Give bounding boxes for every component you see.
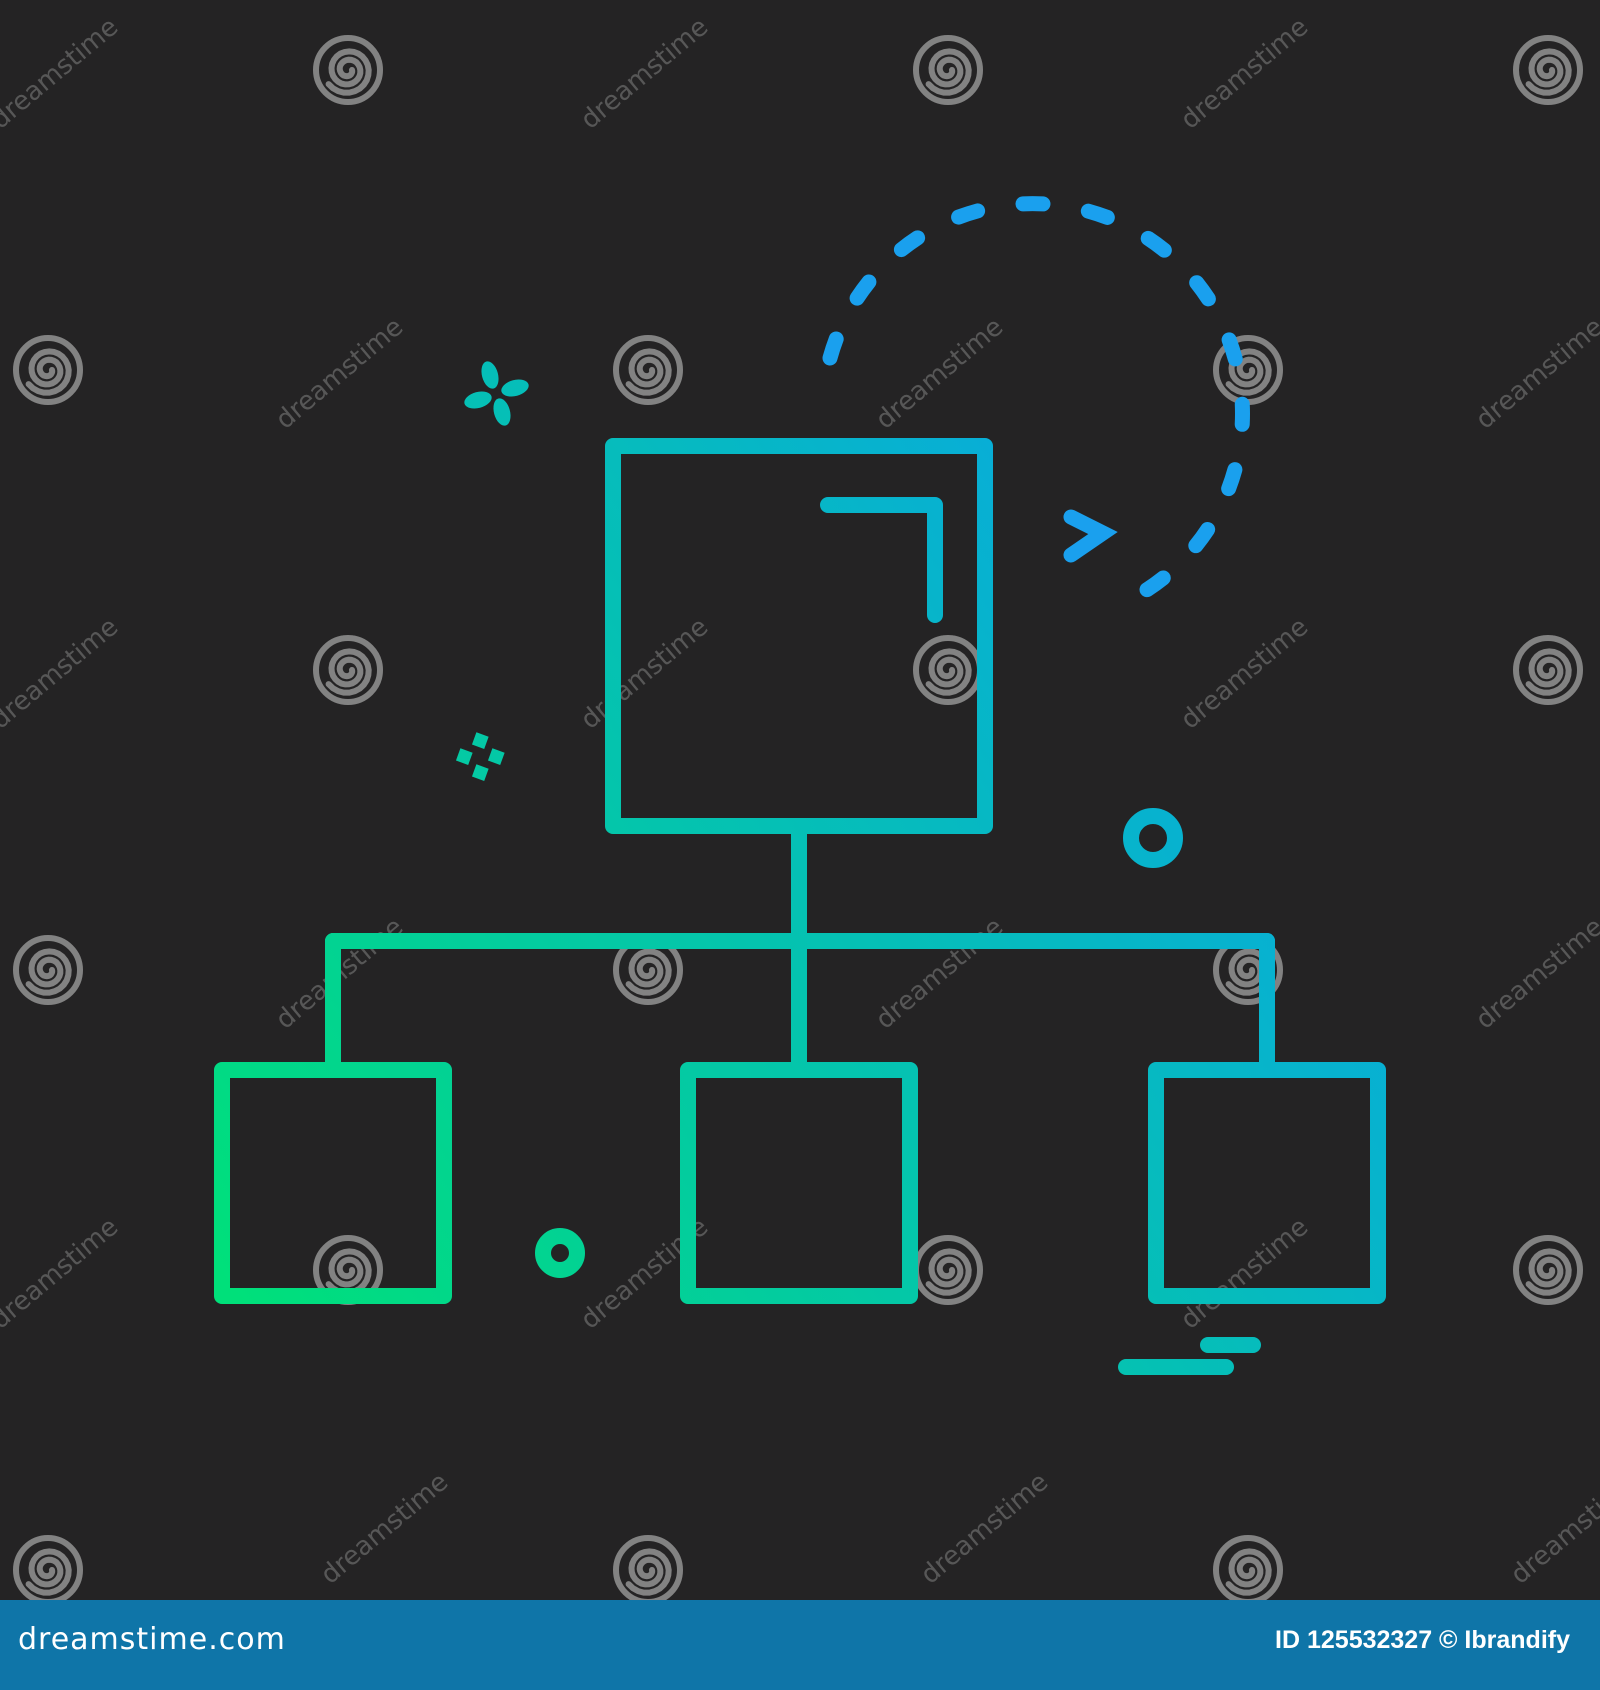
hierarchy-network-icon: [214, 438, 1386, 1375]
watermark-spiral-icon: [913, 35, 983, 105]
watermark-spiral-icon: [313, 635, 383, 705]
watermark-text: dreamstime: [915, 1467, 1054, 1590]
sparkle-star-icon: [464, 361, 529, 426]
watermark-spiral-icon: [613, 1535, 683, 1600]
watermark-text: dreamstime: [1175, 12, 1314, 135]
watermark-spiral-icon: [13, 935, 83, 1005]
watermark-text: dreamstime: [1470, 312, 1600, 435]
watermark-spiral-icon: [613, 335, 683, 405]
watermark-spiral-icon: [1513, 635, 1583, 705]
watermark-text: dreamstime: [575, 612, 714, 735]
watermark-text: dreamstime: [270, 312, 409, 435]
ring-decoration-left: [535, 1228, 585, 1278]
watermark-text: dreamstime: [1175, 1212, 1314, 1335]
watermark-spiral-icon: [913, 1235, 983, 1305]
watermark-layer: dreamstime dreamstime dreamstime dreamstime…: [0, 12, 1600, 1600]
child-node-left: [214, 1062, 452, 1304]
watermark-spiral-icon: [1213, 1535, 1283, 1600]
dashed-rotation-arrow-icon: [822, 196, 1250, 616]
watermark-spiral-icon: [1513, 1235, 1583, 1305]
child-node-middle: [680, 1062, 918, 1304]
watermark-spiral-icon: [13, 335, 83, 405]
pixel-cluster-icon: [455, 732, 505, 781]
watermark-spiral-icon: [1513, 35, 1583, 105]
watermark-text: dreamstime: [1470, 912, 1600, 1035]
watermark-text: dreamstime: [1175, 612, 1314, 735]
watermark-spiral-icon: [13, 1535, 83, 1600]
watermark-text: dreamstime: [575, 12, 714, 135]
watermark-text: dreamstime: [0, 12, 124, 135]
watermark-text: dreamstime: [315, 1467, 454, 1590]
child-node-right: [1148, 1062, 1386, 1304]
image-credit: ID 125532327 © Ibrandify: [1275, 1626, 1570, 1654]
watermark-text: dreamstime: [870, 912, 1009, 1035]
watermark-text: dreamstime: [1505, 1467, 1600, 1590]
ring-decoration-right: [1123, 808, 1183, 868]
watermark-spiral-icon: [913, 635, 983, 705]
footer-bar: dreamstime.com ID 125532327 © Ibrandify: [0, 1600, 1600, 1690]
watermark-text: dreamstime: [0, 612, 124, 735]
illustration-canvas: dreamstime dreamstime dreamstime dreamstime…: [0, 12, 1600, 1600]
brand-logo-text[interactable]: dreamstime.com: [18, 1622, 286, 1657]
watermark-text: dreamstime: [0, 1212, 124, 1335]
watermark-text: dreamstime: [870, 312, 1009, 435]
expand-arrow-icon: [820, 497, 943, 623]
watermark-spiral-icon: [313, 35, 383, 105]
